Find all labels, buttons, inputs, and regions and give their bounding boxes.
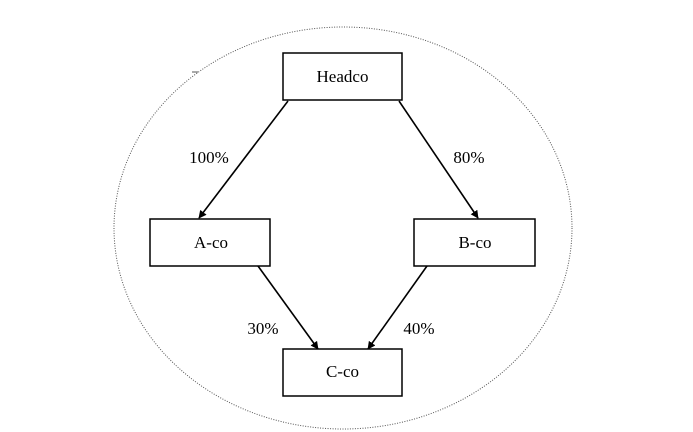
node-cco: C-co [282, 348, 403, 397]
node-headco-label: Headco [317, 67, 369, 86]
node-aco: A-co [149, 218, 271, 267]
node-aco-label: A-co [194, 233, 228, 252]
arrow-bco-to-cco [367, 265, 428, 350]
arrow-headco-to-aco [198, 100, 289, 219]
arrow-aco-to-cco [257, 265, 319, 350]
arrow-headco-to-bco [398, 100, 479, 219]
node-headco: Headco [282, 52, 403, 101]
edge-label-headco-aco: 100% [189, 148, 229, 167]
edge-label-bco-cco: 40% [403, 319, 434, 338]
edge-label-headco-bco: 80% [453, 148, 484, 167]
node-bco-label: B-co [458, 233, 491, 252]
node-bco: B-co [413, 218, 536, 267]
edge-label-aco-cco: 30% [247, 319, 278, 338]
node-cco-label: C-co [326, 362, 359, 381]
group-boundary-ellipse [113, 26, 573, 430]
